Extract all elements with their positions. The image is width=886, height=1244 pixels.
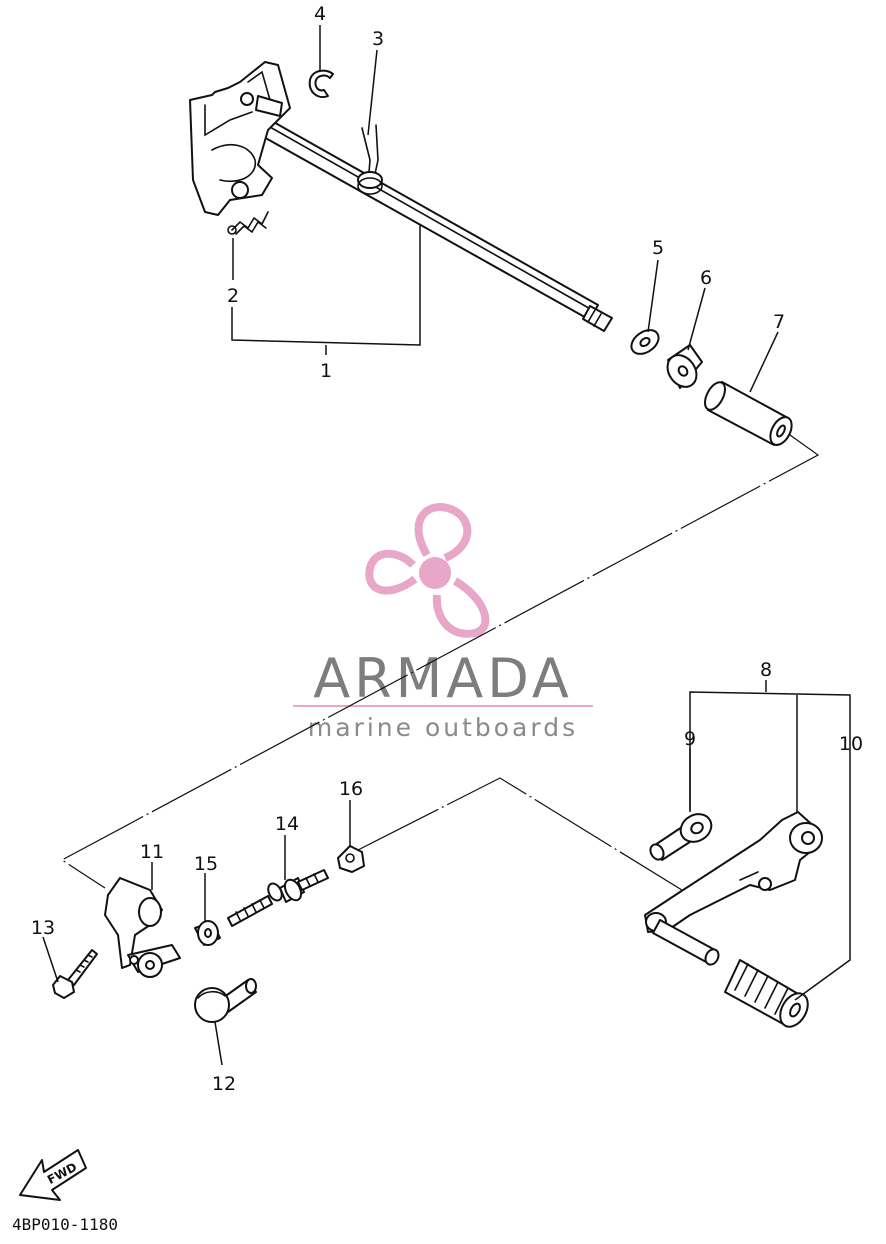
shift-rod-end-9 (649, 813, 713, 861)
bushing-6 (666, 344, 703, 389)
spring-3 (357, 124, 383, 195)
armada-watermark: ARMADA marine outboards (293, 503, 593, 742)
reference-code: 4BP010-1180 (12, 1215, 118, 1234)
collar-7 (704, 381, 793, 446)
propeller-logo-icon (365, 503, 490, 638)
callout-1: 1 (320, 360, 332, 382)
callout-13: 13 (31, 917, 55, 939)
watermark-tagline: marine outboards (308, 713, 578, 742)
circlip-4 (308, 69, 334, 98)
shift-pedal (644, 811, 823, 966)
fwd-arrow: FWD (19, 1149, 87, 1201)
stud-bolt-14 (227, 869, 329, 927)
washer-5 (630, 329, 660, 355)
callout-3: 3 (372, 28, 384, 50)
ball-joint-12 (194, 978, 257, 1023)
callout-15: 15 (194, 853, 218, 875)
callout-6: 6 (700, 267, 712, 289)
callout-10: 10 (839, 733, 863, 755)
assembly-lines (60, 434, 820, 896)
callout-labels: 1 2 3 4 5 6 7 8 9 10 11 12 13 14 15 16 (31, 3, 863, 1095)
callout-8: 8 (760, 659, 772, 681)
bolt-13 (52, 949, 98, 999)
washer-15 (194, 920, 221, 946)
callout-7: 7 (773, 311, 785, 333)
pedal-rubber-10 (724, 959, 809, 1028)
callout-12: 12 (212, 1073, 236, 1095)
callout-14: 14 (275, 813, 299, 835)
callout-11: 11 (140, 841, 164, 863)
return-spring-2 (227, 211, 269, 235)
callout-5: 5 (652, 237, 664, 259)
shift-shaft (261, 119, 613, 332)
shift-arm (189, 61, 291, 216)
nut-16 (337, 845, 365, 873)
shift-lever-11 (104, 877, 181, 978)
callout-2: 2 (227, 285, 239, 307)
callout-9: 9 (684, 728, 696, 750)
callout-16: 16 (339, 778, 363, 800)
callout-4: 4 (314, 3, 326, 25)
leader-lines (42, 25, 851, 1066)
